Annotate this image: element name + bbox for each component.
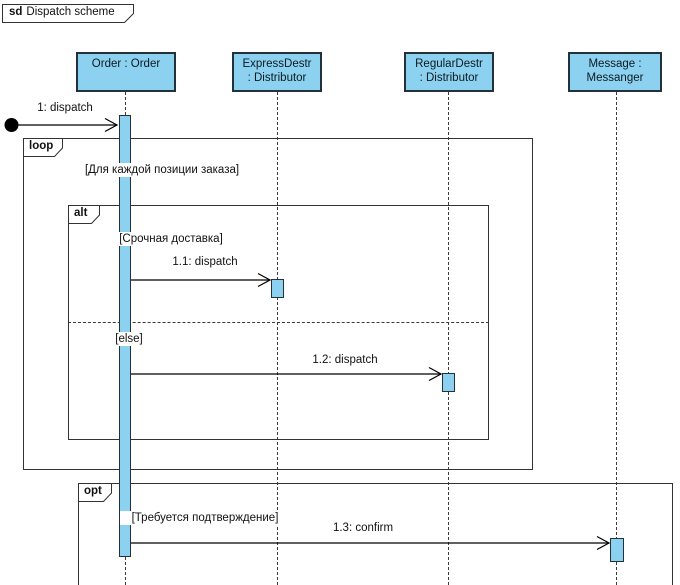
- alt-pentagon: [68, 205, 100, 224]
- alt-else-guard: [else]: [99, 332, 159, 346]
- activation-message[interactable]: [610, 538, 624, 562]
- lifeline-name-line2: Messanger: [586, 72, 644, 84]
- opt-pentagon: [78, 483, 112, 502]
- alt-operator-label: alt: [68, 205, 100, 224]
- lifeline-express[interactable]: [277, 92, 278, 585]
- message-1-label: 1: dispatch: [37, 102, 93, 114]
- loop-pentagon: [23, 138, 63, 157]
- lifeline-head-express[interactable]: ExpressDestr : Distributor: [232, 52, 322, 92]
- lifeline-head-regular[interactable]: RegularDestr : Distributor: [404, 52, 494, 92]
- alt-then-guard: [Срочная доставка]: [104, 232, 238, 246]
- fragment-opt-frame[interactable]: [78, 483, 673, 585]
- lifeline-message[interactable]: [616, 92, 617, 585]
- lifeline-name: RegularDestr: [415, 58, 483, 70]
- lifeline-name: ExpressDestr: [242, 58, 312, 70]
- opt-guard: [Требуется подтверждение]: [120, 511, 290, 525]
- alt-operator-text: alt: [74, 207, 88, 219]
- fragment-loop-frame[interactable]: [23, 138, 533, 470]
- lifeline-name-line2: : Distributor: [419, 72, 479, 84]
- lifeline-regular[interactable]: [448, 92, 449, 585]
- loop-operator-label: loop: [23, 138, 63, 157]
- lifeline-head-message[interactable]: Message : Messanger: [568, 52, 662, 92]
- activation-regular[interactable]: [442, 373, 455, 392]
- opt-operator-text: opt: [84, 485, 102, 497]
- loop-guard: [Для каждой позиции заказа]: [70, 163, 254, 177]
- frame-title-text: Dispatch scheme: [26, 6, 115, 18]
- message-1-2-dispatch-arrow[interactable]: [131, 366, 443, 382]
- message-1-1-dispatch-arrow[interactable]: [131, 272, 272, 288]
- frame-keyword: sd: [9, 6, 23, 18]
- loop-operator-text: loop: [29, 140, 54, 152]
- lifeline-name: Message :: [588, 58, 642, 70]
- lifeline-name-line2: : Distributor: [247, 72, 307, 84]
- message-1-2-label: 1.2: dispatch: [312, 354, 378, 366]
- activation-express[interactable]: [271, 279, 284, 298]
- message-1-3-label: 1.3: confirm: [332, 522, 394, 534]
- title-tab-pentagon: [2, 4, 134, 23]
- message-1-3-confirm-arrow[interactable]: [131, 535, 611, 551]
- message-1-1-label: 1.1: dispatch: [172, 256, 238, 268]
- alt-else-separator: [68, 322, 489, 323]
- found-message-dispatch-arrow[interactable]: [4, 117, 119, 133]
- lifeline-name: Order : Order: [91, 58, 161, 70]
- opt-operator-label: opt: [78, 483, 112, 502]
- found-message-dot: [4, 118, 19, 132]
- lifeline-head-order[interactable]: Order : Order: [76, 52, 176, 92]
